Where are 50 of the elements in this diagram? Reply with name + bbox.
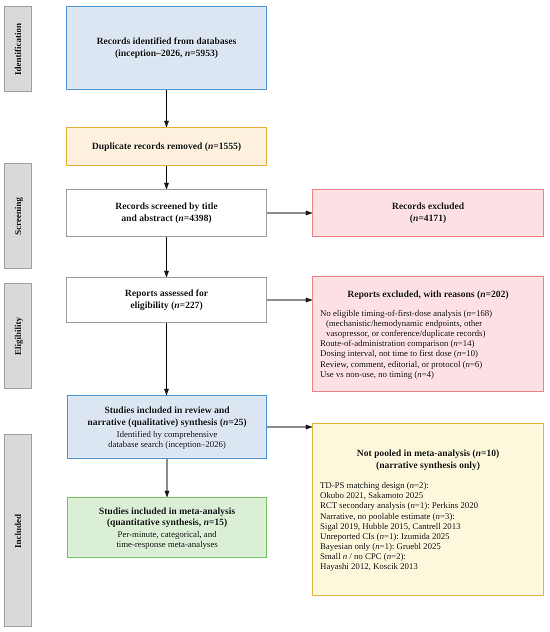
arrow xyxy=(164,236,169,278)
phase-label: Eligibility xyxy=(13,317,23,355)
box-heading: Records screened by title and abstract (n=4398) xyxy=(114,201,219,225)
phase-label: Included xyxy=(13,514,23,548)
box-heading: Not pooled in meta-analysis (n=10) (narrative synthesis only) xyxy=(356,448,500,472)
list-item: Sigal 2019, Hubble 2015, Cantrell 2013 xyxy=(320,520,462,531)
flow-box xyxy=(67,497,267,558)
phase-label: Identification xyxy=(13,23,23,75)
flow-box xyxy=(66,277,267,323)
box-heading: Records excluded (n=4171) xyxy=(390,201,466,225)
box-heading: Duplicate records removed (n=1555) xyxy=(92,140,242,152)
arrow xyxy=(164,458,170,498)
list-item: Small n / no CPC (n=2): xyxy=(320,550,407,562)
list-item: Route-of-administration comparison (n=14) xyxy=(320,338,476,348)
box-heading: Records identified from databases (inception–2026, n=5953) xyxy=(96,36,238,60)
list-item: Review, comment, editorial, or protocol (n=6) xyxy=(320,358,484,369)
list-item: Use vs non-use, no timing (n=4) xyxy=(320,368,434,379)
box-heading: Reports excluded, with reasons (n=202) xyxy=(347,289,509,301)
list-item: Okubo 2021, Sakamoto 2025 xyxy=(320,490,424,500)
arrow xyxy=(164,322,169,396)
note-box xyxy=(312,423,544,596)
phase-bar xyxy=(4,6,32,92)
list-item: Dosing interval, not time to first dose (n=10) xyxy=(320,348,479,359)
box-subtext: Per-minute, categorical, and time-response meta-analyses xyxy=(115,529,219,550)
phase-bar xyxy=(4,283,32,389)
box-heading: Studies included in meta-analysis (quantitative synthesis, n=15) xyxy=(98,506,236,530)
list-item: Narrative, no poolable estimate (n=3): xyxy=(320,510,456,521)
arrow xyxy=(266,210,312,216)
box-heading: Reports assessed for eligibility (n=227) xyxy=(124,288,210,312)
box-subtext: Identified by comprehensive database search (inception–2026) xyxy=(107,428,227,449)
phase-label: Screening xyxy=(13,197,23,235)
flow-box xyxy=(67,395,267,459)
list-item: No eligible timing-of-first-dose analysis (n=168) (mechanistic/hemodynamic endpoints, other vasopressor, or conference/duplicate records) xyxy=(320,308,494,338)
list-item: Unreported CIs (n=1): Izumida 2025 xyxy=(320,530,451,541)
list-item: Bayesian only (n=1): Gruebl 2025 xyxy=(320,540,442,551)
list-item: TD-PS matching design (n=2): xyxy=(320,480,430,490)
flow-box xyxy=(66,189,267,237)
flow-box xyxy=(66,6,267,90)
list-item: RCT secondary analysis (n=1): Perkins 2020 xyxy=(320,500,480,511)
exclusion-box xyxy=(312,189,544,237)
arrow xyxy=(266,424,312,430)
arrow xyxy=(164,166,169,190)
box-heading: Studies included in review and narrative (qualitative) synthesis (n=25) xyxy=(86,405,248,429)
list-item: Hayashi 2012, Koscik 2013 xyxy=(320,561,419,572)
phase-bar xyxy=(4,434,32,627)
phase-bar xyxy=(4,163,32,269)
exclusion-box xyxy=(312,276,544,392)
flow-box xyxy=(66,127,267,166)
arrow xyxy=(266,298,312,302)
arrow xyxy=(164,90,169,128)
